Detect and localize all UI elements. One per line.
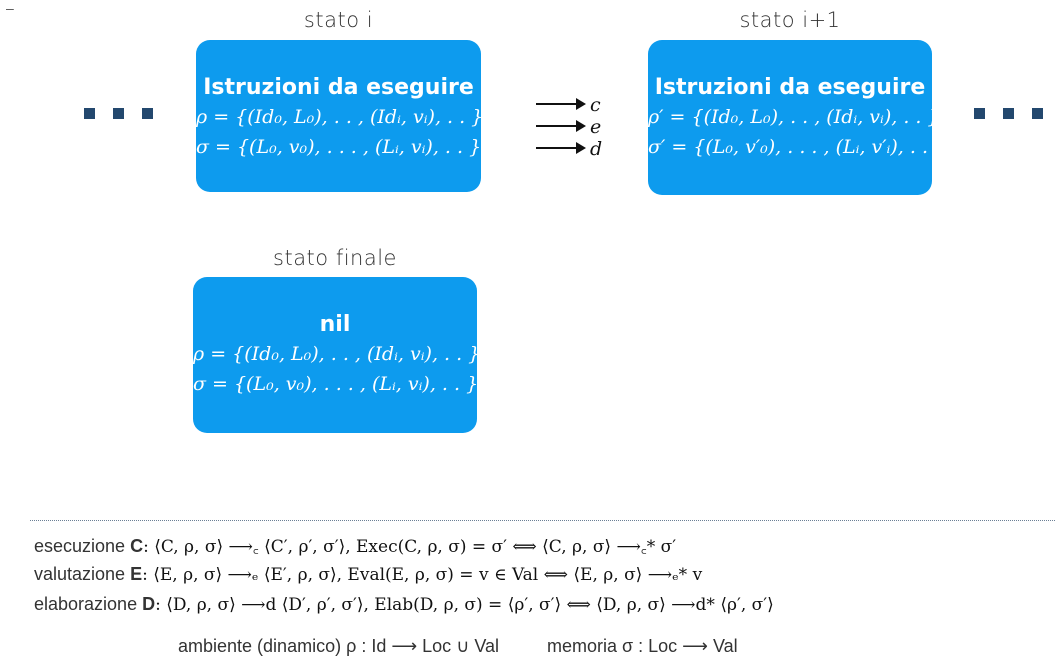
ellipsis-dot: [974, 108, 985, 119]
ellipsis-dot: [84, 108, 95, 119]
state-box-next: Istruzioni da eseguire ρ′ = {(Id₀, L₀), …: [648, 40, 947, 195]
state-box-final: nil ρ = {(Id₀, L₀), . . , (Idᵢ, vᵢ), . .…: [193, 277, 481, 433]
footer-definitions: ambiente (dinamico) ρ : Id ⟶ Loc ∪ Val me…: [178, 636, 738, 657]
rule-formula: : ⟨C, ρ, σ⟩ ⟶꜀ ⟨C′, ρ′, σ′⟩, Exec(C, ρ, …: [143, 537, 677, 557]
state-label-final: stato finale: [273, 246, 397, 270]
state-label-current: stato i: [303, 8, 374, 32]
state-label-next: stato i+1: [739, 8, 841, 32]
ellipsis-dot: [113, 108, 124, 119]
rule-letter: C: [130, 536, 144, 556]
memory-formula: σ′ = {(L₀, v′₀), . . . , (Lᵢ, v′ᵢ), . . …: [648, 136, 947, 158]
rule-formula: : ⟨D, ρ, σ⟩ ⟶d ⟨D′, ρ′, σ′⟩, Elab(D, ρ, …: [155, 595, 774, 615]
ellipsis-left: [84, 108, 153, 119]
state-title: nil: [319, 312, 351, 337]
rule-elaboration: elaborazione D: ⟨D, ρ, σ⟩ ⟶d ⟨D′, ρ′, σ′…: [34, 594, 774, 615]
rule-letter: D: [142, 594, 156, 614]
env-formula: ρ = {(Id₀, L₀), . . , (Idᵢ, vᵢ), . . }: [196, 106, 484, 128]
memory-definition: memoria σ : Loc ⟶ Val: [547, 636, 738, 656]
transition-arrow: e: [532, 114, 622, 138]
state-title: Istruzioni da eseguire: [654, 75, 926, 100]
ellipsis-dot: [142, 108, 153, 119]
state-box-current: Istruzioni da eseguire ρ = {(Id₀, L₀), .…: [196, 40, 484, 192]
transition-label: d: [590, 138, 603, 160]
env-formula: ρ′ = {(Id₀, L₀), . . , (Idᵢ, vᵢ), . . }: [648, 106, 940, 128]
memory-formula: σ = {(L₀, v₀), . . . , (Lᵢ, vᵢ), . . }: [196, 136, 482, 158]
transition-label: c: [590, 94, 601, 116]
memory-formula: σ = {(L₀, v₀), . . . , (Lᵢ, vᵢ), . . }: [193, 373, 479, 395]
rule-evaluation: valutazione E: ⟨E, ρ, σ⟩ ⟶ₑ ⟨E′, ρ, σ⟩, …: [34, 564, 702, 585]
rule-letter: E: [130, 564, 143, 584]
rule-label: esecuzione: [34, 536, 131, 556]
env-formula: ρ = {(Id₀, L₀), . . , (Idᵢ, vᵢ), . . }: [193, 343, 481, 365]
corner-mark: –: [6, 0, 14, 16]
transition-arrow: d: [532, 136, 622, 160]
state-title: Istruzioni da eseguire: [203, 75, 474, 100]
transition-arrow: c: [532, 92, 622, 116]
ellipsis-dot: [1032, 108, 1043, 119]
transition-label: e: [590, 116, 602, 138]
transition-arrows: c e d: [532, 92, 622, 168]
ellipsis-right: [974, 108, 1043, 119]
rule-label: elaborazione: [34, 594, 143, 614]
rule-formula: : ⟨E, ρ, σ⟩ ⟶ₑ ⟨E′, ρ, σ⟩, Eval(E, ρ, σ)…: [142, 565, 703, 585]
ellipsis-dot: [1003, 108, 1014, 119]
rule-execution: esecuzione C: ⟨C, ρ, σ⟩ ⟶꜀ ⟨C′, ρ′, σ′⟩,…: [34, 534, 676, 557]
environment-definition: ambiente (dinamico) ρ : Id ⟶ Loc ∪ Val: [178, 636, 500, 656]
divider: [30, 520, 1055, 521]
rule-label: valutazione: [34, 564, 131, 584]
